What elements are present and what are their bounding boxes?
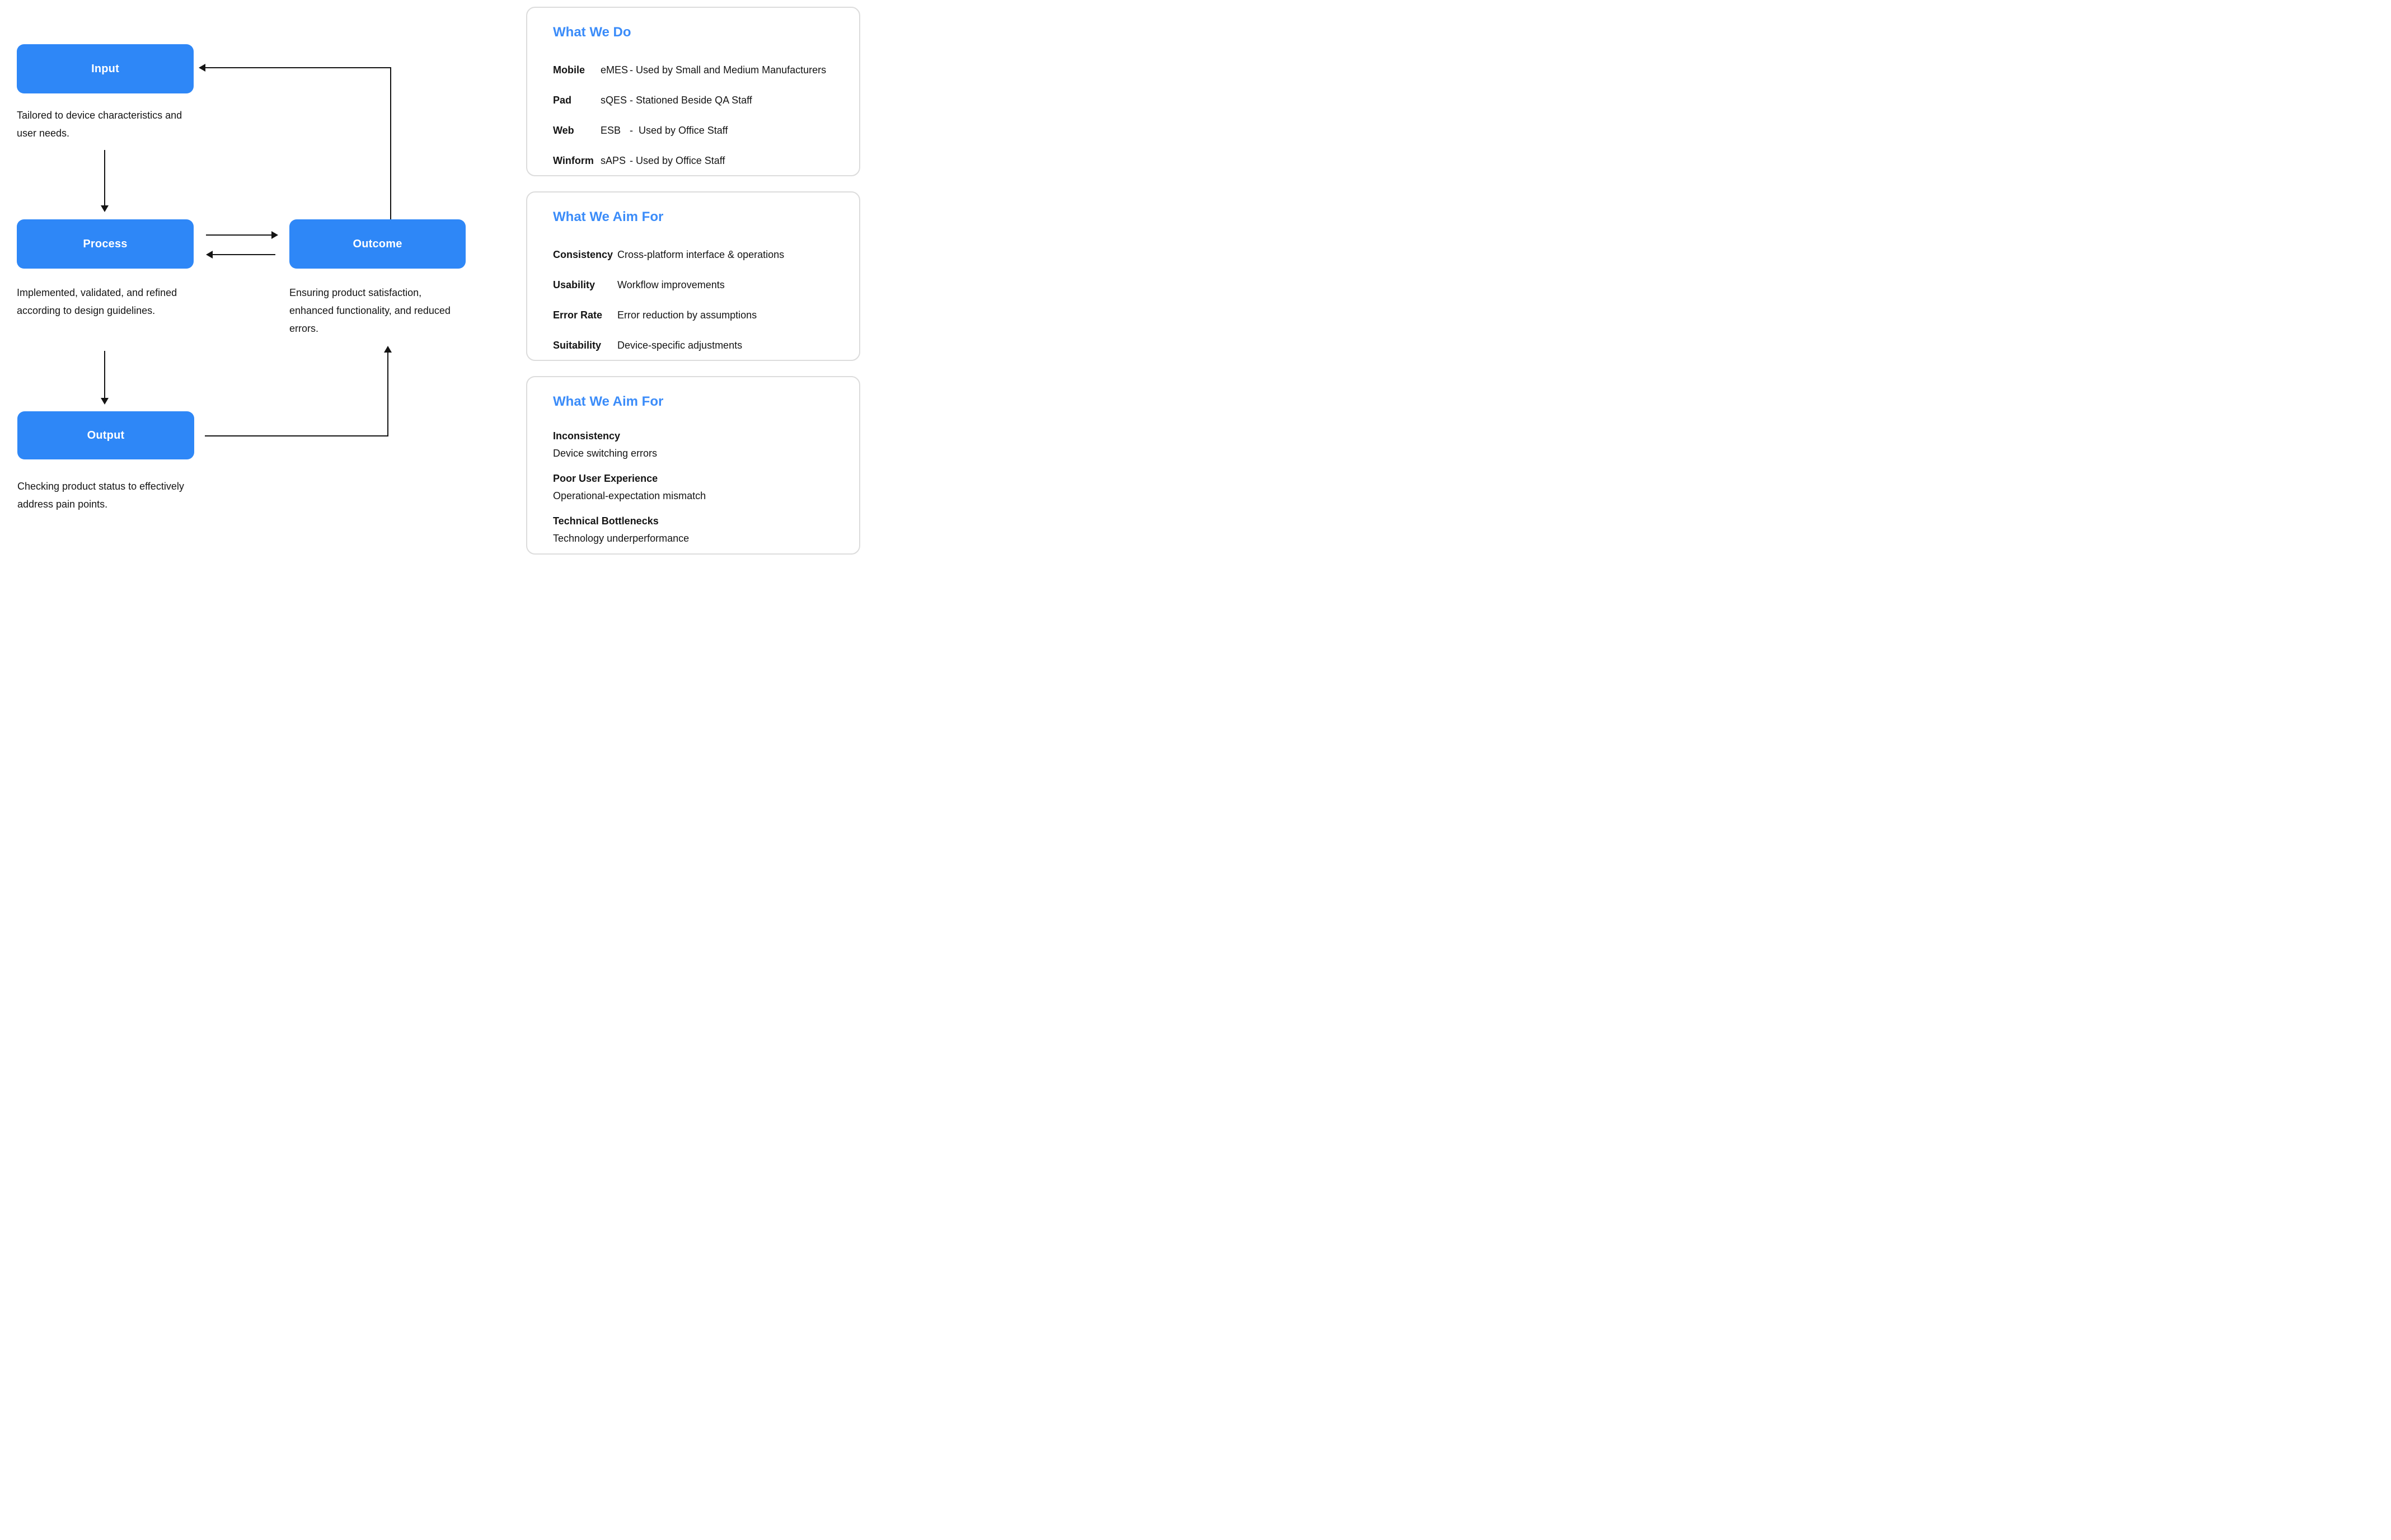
card-rows: Consistency Cross-platform interface & o… <box>553 246 848 354</box>
flow-node-outcome: Outcome <box>289 219 466 269</box>
caption-line: user needs. <box>17 128 70 139</box>
flow-node-output: Output <box>17 411 194 459</box>
card-title: What We Do <box>553 25 631 40</box>
row-desc: - Used by Small and Medium Manufacturers <box>630 64 827 76</box>
row-label: Usability <box>553 279 596 290</box>
flow-node-outcome-label: Outcome <box>353 237 402 250</box>
connector-line <box>205 67 391 68</box>
row-desc: - Stationed Beside QA Staff <box>630 95 752 106</box>
table-row: Mobile eMES - Used by Small and Medium M… <box>553 62 848 79</box>
arrowhead-down-icon <box>101 205 109 212</box>
flow-caption-output: Checking product status to effectively a… <box>17 477 202 513</box>
card-what-we-aim-for-2: What We Aim For Inconsistency Device swi… <box>526 376 860 555</box>
card-title: What We Aim For <box>553 209 664 224</box>
card-what-we-aim-for: What We Aim For Consistency Cross-platfo… <box>526 191 860 361</box>
caption-line: Ensuring product satisfaction, <box>289 287 422 298</box>
flow-caption-input: Tailored to device characteristics and u… <box>17 106 201 142</box>
caption-line: according to design guidelines. <box>17 305 156 316</box>
arrowhead-left-icon <box>199 64 205 72</box>
table-row: Consistency Cross-platform interface & o… <box>553 246 848 264</box>
row-desc: Cross-platform interface & operations <box>617 249 785 260</box>
item-heading: Technical Bottlenecks <box>553 515 659 527</box>
item-body: Device switching errors <box>553 448 658 459</box>
row-product: sAPS <box>601 155 626 166</box>
diagram-canvas: Input Process Outcome Output Tailored to… <box>0 0 865 557</box>
caption-line: address pain points. <box>17 499 108 510</box>
row-desc: - Used by Office Staff <box>630 125 728 136</box>
flow-node-process: Process <box>17 219 194 269</box>
item-body: Operational-expectation mismatch <box>553 490 706 501</box>
row-label: Suitability <box>553 340 602 351</box>
row-product: ESB <box>601 125 621 136</box>
flow-node-process-label: Process <box>83 237 128 250</box>
row-desc: Workflow improvements <box>617 279 725 290</box>
table-row: Winform sAPS - Used by Office Staff <box>553 152 848 170</box>
item-heading: Poor User Experience <box>553 473 658 484</box>
row-label: Pad <box>553 95 572 106</box>
arrowhead-up-icon <box>384 346 392 353</box>
list-item: Inconsistency Device switching errors <box>553 428 848 462</box>
caption-line: errors. <box>289 323 319 334</box>
row-desc: - Used by Office Staff <box>630 155 725 166</box>
item-heading: Inconsistency <box>553 430 621 442</box>
row-label: Error Rate <box>553 309 603 321</box>
arrow-line <box>104 351 105 398</box>
arrow-line <box>104 150 105 206</box>
caption-line: enhanced functionality, and reduced <box>289 305 451 316</box>
list-item: Poor User Experience Operational-expecta… <box>553 470 848 505</box>
row-desc: Error reduction by assumptions <box>617 309 757 321</box>
arrow-line <box>213 254 275 255</box>
row-label: Mobile <box>553 64 585 76</box>
flow-caption-outcome: Ensuring product satisfaction, enhanced … <box>289 284 474 337</box>
table-row: Error Rate Error reduction by assumption… <box>553 307 848 324</box>
flow-node-input-label: Input <box>91 62 119 75</box>
flow-caption-process: Implemented, validated, and refined acco… <box>17 284 201 320</box>
item-body: Technology underperformance <box>553 533 690 544</box>
row-label: Winform <box>553 155 594 166</box>
row-product: eMES <box>601 64 629 76</box>
card-what-we-do: What We Do Mobile eMES - Used by Small a… <box>526 7 860 176</box>
arrowhead-down-icon <box>101 398 109 405</box>
list-item: Technical Bottlenecks Technology underpe… <box>553 513 848 547</box>
table-row: Web ESB - Used by Office Staff <box>553 122 848 139</box>
card-groups: Inconsistency Device switching errors Po… <box>553 428 848 547</box>
caption-line: Implemented, validated, and refined <box>17 287 177 298</box>
table-row: Usability Workflow improvements <box>553 276 848 294</box>
connector-line <box>387 353 388 436</box>
connector-line <box>205 435 388 436</box>
row-product: sQES <box>601 95 627 106</box>
row-label: Consistency <box>553 249 613 260</box>
card-rows: Mobile eMES - Used by Small and Medium M… <box>553 62 848 170</box>
card-title: What We Aim For <box>553 394 664 409</box>
arrowhead-left-icon <box>206 251 213 259</box>
flow-node-output-label: Output <box>87 429 125 442</box>
flow-node-input: Input <box>17 44 194 93</box>
arrowhead-right-icon <box>271 231 278 239</box>
arrow-line <box>206 234 272 236</box>
table-row: Suitability Device-specific adjustments <box>553 337 848 354</box>
row-label: Web <box>553 125 574 136</box>
connector-line <box>390 67 391 219</box>
caption-line: Tailored to device characteristics and <box>17 110 182 121</box>
row-desc: Device-specific adjustments <box>617 340 743 351</box>
table-row: Pad sQES - Stationed Beside QA Staff <box>553 92 848 109</box>
caption-line: Checking product status to effectively <box>17 481 184 492</box>
